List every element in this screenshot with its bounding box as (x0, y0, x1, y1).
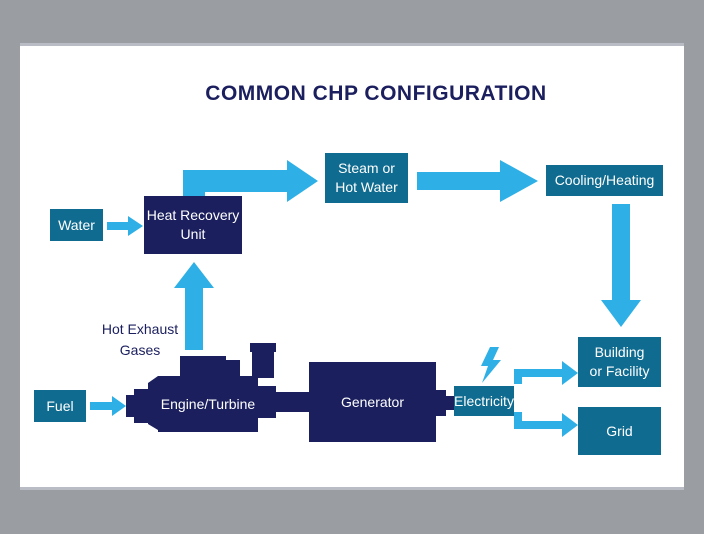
generator-box: Generator (309, 362, 436, 442)
grid-box: Grid (578, 407, 661, 455)
water-box: Water (50, 209, 103, 241)
generator-coupling-end (446, 396, 454, 410)
engine-turbine-icon (126, 343, 310, 432)
exhaust-label: Hot Exhaust Gases (98, 298, 182, 361)
arrow-elec-to-grid (514, 412, 578, 437)
building-label: Building or Facility (589, 344, 650, 379)
arrow-steam-to-cooling (417, 160, 538, 202)
arrow-fuel-to-engine (90, 396, 126, 416)
cooling-heating-label: Cooling/Heating (554, 172, 655, 188)
engine-turbine-label-wrap: Engine/Turbine (158, 390, 258, 418)
heat-recovery-box: Heat Recovery Unit (144, 196, 242, 254)
arrow-exhaust-to-hru (174, 262, 214, 350)
generator-coupling-right (436, 390, 446, 416)
fuel-label: Fuel (46, 397, 74, 414)
fuel-box: Fuel (34, 390, 86, 422)
cooling-heating-box: Cooling/Heating (546, 165, 663, 196)
steam-box: Steam or Hot Water (325, 153, 408, 203)
steam-label: Steam or Hot Water (335, 160, 398, 195)
diagram-title: COMMON CHP CONFIGURATION (205, 82, 547, 105)
engine-turbine-label: Engine/Turbine (160, 395, 256, 412)
building-box: Building or Facility (578, 337, 661, 387)
electricity-box: Electricity (454, 386, 514, 416)
arrow-hru-to-steam (183, 160, 318, 202)
electricity-label: Electricity (454, 392, 514, 409)
arrow-cooling-to-building (601, 204, 641, 327)
grid-label: Grid (606, 422, 633, 439)
lightning-icon (481, 347, 501, 383)
arrow-water-to-hru (107, 216, 143, 236)
generator-label: Generator (340, 393, 405, 410)
exhaust-label-text: Hot Exhaust Gases (101, 321, 179, 358)
arrow-elec-to-building (514, 361, 578, 385)
heat-recovery-label: Heat Recovery Unit (146, 207, 240, 242)
water-label: Water (58, 216, 95, 233)
